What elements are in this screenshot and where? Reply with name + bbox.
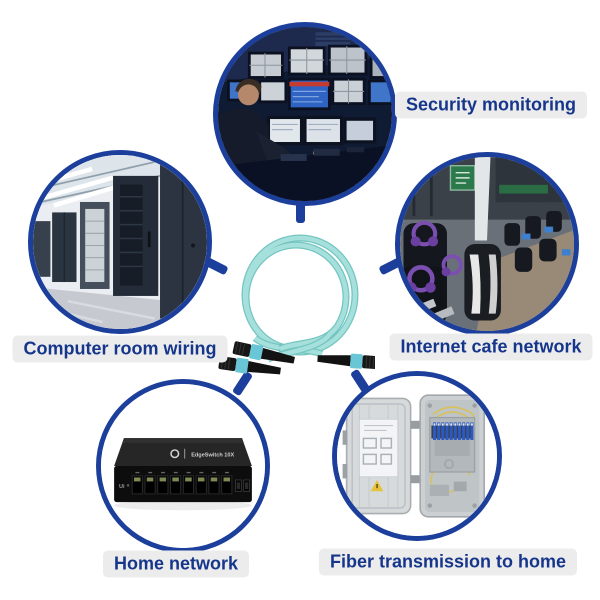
home-network-photo: EdgeSwitch 10X Ui bbox=[96, 379, 270, 553]
label-security-monitoring: Security monitoring bbox=[394, 91, 588, 119]
server-room-image bbox=[33, 155, 207, 329]
mpo-connector-left-upper bbox=[232, 341, 295, 364]
cctv-control-room-image bbox=[218, 27, 392, 201]
label-computer-room-wiring: Computer room wiring bbox=[12, 335, 228, 363]
label-fiber-transmission-to-home: Fiber transmission to home bbox=[318, 548, 578, 576]
internet-cafe-image bbox=[400, 157, 574, 331]
label-internet-cafe-network: Internet cafe network bbox=[389, 333, 593, 361]
svg-text:Ui: Ui bbox=[119, 484, 125, 490]
fiber-box-photo bbox=[332, 371, 502, 541]
switch-model-text: EdgeSwitch 10X bbox=[191, 453, 234, 459]
fiber-distribution-box-image bbox=[337, 376, 497, 536]
security-stem bbox=[296, 198, 305, 223]
ethernet-switch-image: EdgeSwitch 10X Ui bbox=[101, 384, 265, 548]
mpo-connector-right bbox=[317, 353, 375, 370]
security-monitoring-photo bbox=[213, 22, 397, 206]
label-home-network: Home network bbox=[102, 550, 250, 578]
mpo-connector-left-lower bbox=[218, 356, 281, 375]
mpo-fiber-cable-image bbox=[218, 234, 375, 375]
computer-room-photo bbox=[28, 150, 212, 334]
internet-cafe-photo bbox=[395, 152, 579, 336]
